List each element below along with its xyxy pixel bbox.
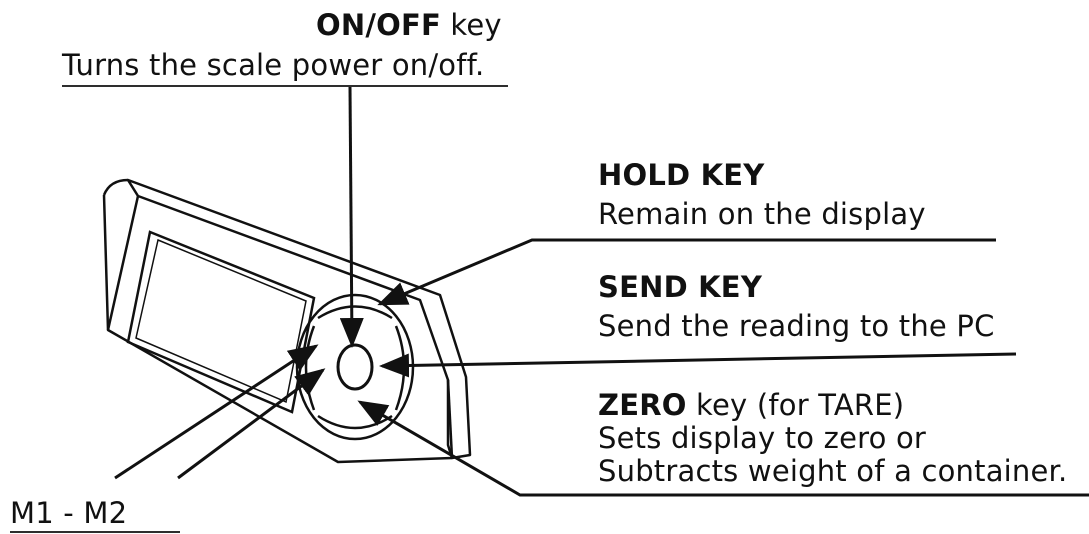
- m1m2-label: M1 - M2: [10, 496, 128, 530]
- send-label-title: SEND KEY: [598, 270, 763, 304]
- m2-leader-line: [177, 368, 326, 480]
- onoff-leader-line: [339, 86, 364, 348]
- zero-leader-line: [357, 400, 1089, 497]
- hold-leader-line: [377, 238, 996, 306]
- onoff-label-desc: Turns the scale power on/off.: [62, 48, 485, 82]
- zero-label-desc-1: Sets display to zero or: [598, 421, 927, 455]
- onoff-title-bold: ON/OFF: [316, 8, 441, 42]
- onoff-key-button: [336, 343, 374, 391]
- device-housing-corner: [102, 178, 129, 196]
- device-housing-edge: [106, 195, 140, 331]
- scale-indicator-device: [102, 178, 472, 464]
- zero-key-segment: [317, 414, 393, 430]
- send-key-segment: [394, 325, 406, 411]
- send-leader-line: [379, 352, 1017, 378]
- zero-title-bold: ZERO: [598, 388, 687, 422]
- device-housing-top: [126, 178, 472, 460]
- lcd-display-screen: [126, 230, 316, 414]
- onoff-title-rest: key: [441, 8, 502, 42]
- zero-label-desc-2: Subtracts weight of a container.: [598, 454, 1068, 488]
- hold-key-segment: [317, 305, 393, 320]
- device-housing-front: [102, 194, 453, 464]
- zero-title-rest: key (for TARE): [686, 388, 905, 422]
- m1-leader-line: [114, 344, 319, 480]
- hold-label-title: HOLD KEY: [598, 158, 765, 192]
- send-label-desc: Send the reading to the PC: [598, 309, 995, 343]
- hold-label-desc: Remain on the display: [598, 197, 926, 231]
- onoff-label-title: ON/OFF key: [316, 8, 502, 42]
- zero-label-title: ZERO key (for TARE): [598, 388, 904, 422]
- device-housing-side: [446, 379, 454, 459]
